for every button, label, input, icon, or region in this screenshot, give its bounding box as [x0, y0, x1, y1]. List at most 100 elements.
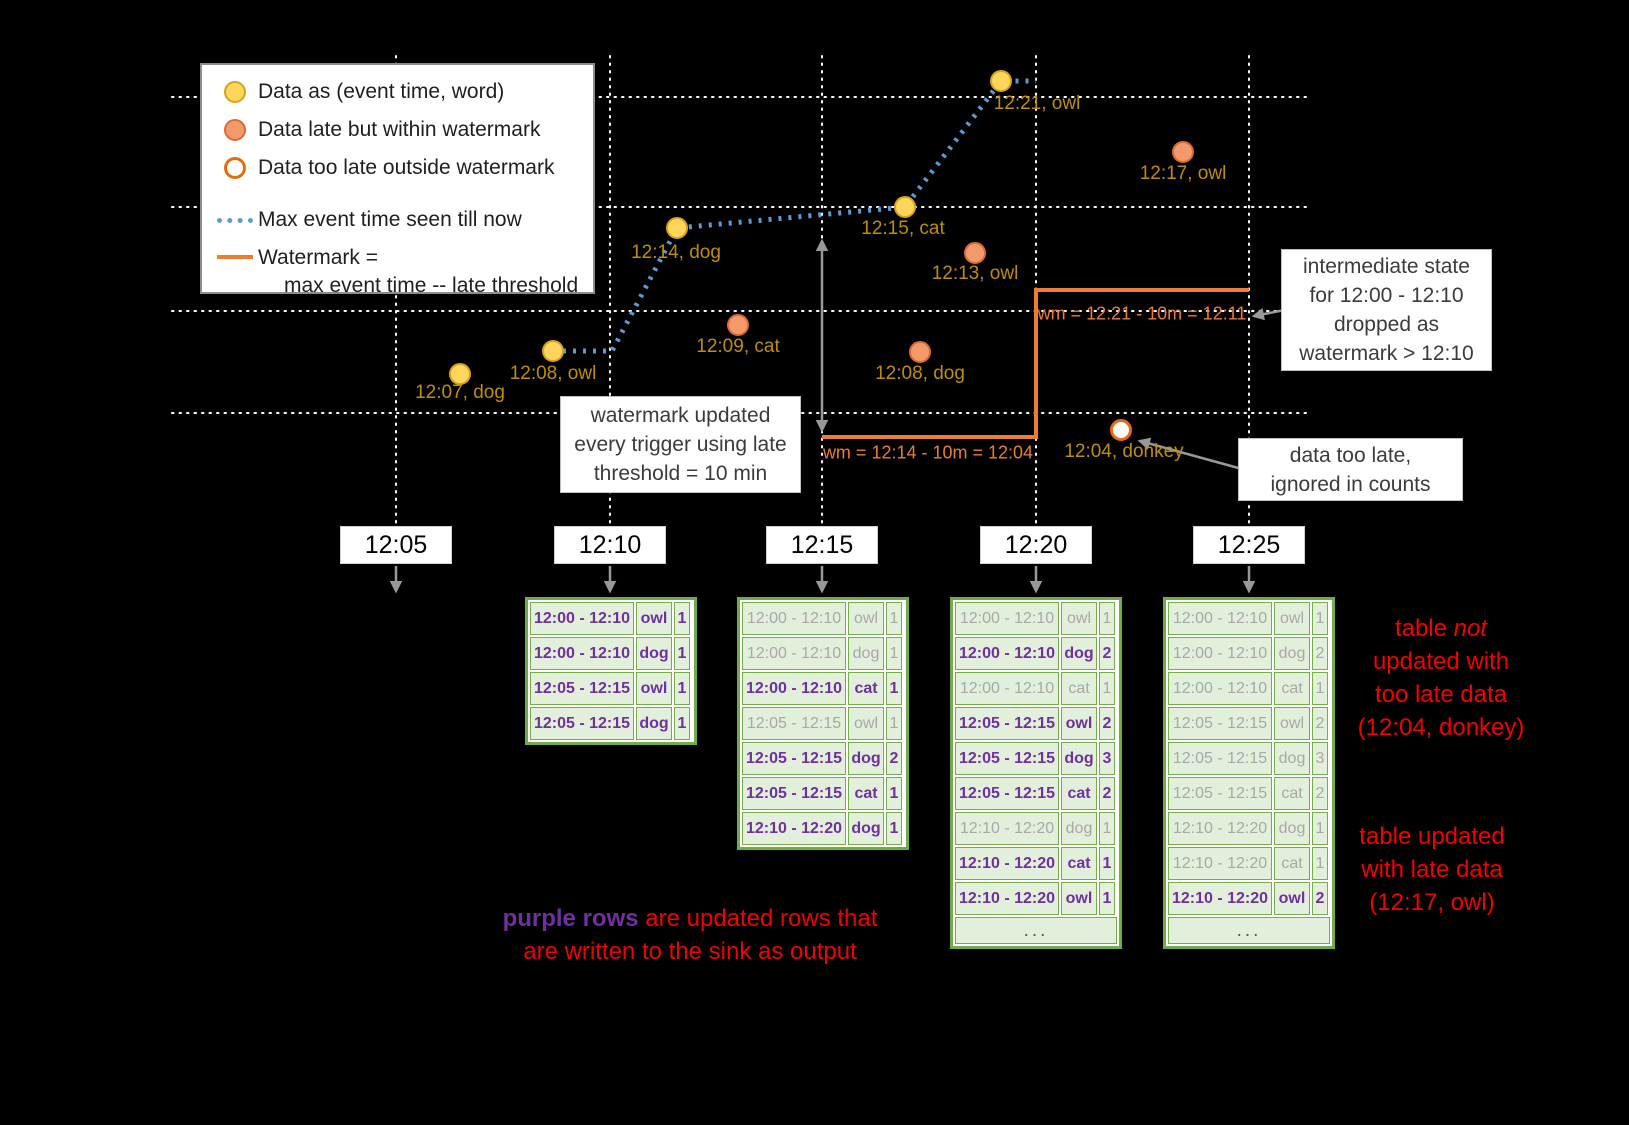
word-cell: owl: [848, 707, 884, 740]
late-data-point: [964, 242, 986, 264]
word-cell: cat: [848, 672, 884, 705]
count-cell: 1: [1099, 882, 1115, 915]
note-purple-rows: purple rows are updated rows that are wr…: [475, 869, 905, 968]
count-cell: 2: [886, 742, 902, 775]
legend-label: Data as (event time, word): [258, 80, 505, 103]
word-cell: dog: [1274, 637, 1310, 670]
ellipsis-row: ...: [955, 917, 1117, 944]
count-cell: 1: [674, 707, 690, 740]
watermark-formula-1: wm = 12:14 - 10m = 12:04: [822, 442, 1034, 463]
count-cell: 1: [674, 637, 690, 670]
legend-item-late: Data late but within watermark: [212, 116, 583, 144]
window-cell: 12:00 - 12:10: [742, 672, 846, 705]
window-cell: 12:05 - 12:15: [1168, 777, 1272, 810]
trigger-note-text: watermark updated every trigger using la…: [574, 404, 787, 485]
window-cell: 12:05 - 12:15: [530, 672, 634, 705]
data-point-label: 12:13, owl: [931, 263, 1019, 284]
window-cell: 12:00 - 12:10: [955, 602, 1059, 635]
time-label-12-15: 12:15: [766, 526, 878, 564]
word-cell: owl: [1061, 707, 1097, 740]
window-cell: 12:00 - 12:10: [1168, 672, 1272, 705]
word-cell: owl: [636, 672, 672, 705]
data-point-label: 12:07, dog: [415, 382, 505, 403]
count-cell: 1: [1312, 812, 1328, 845]
count-cell: 2: [1099, 777, 1115, 810]
late-dot-icon: [224, 119, 246, 141]
max-event-line-icon: [217, 217, 253, 223]
window-cell: 12:05 - 12:15: [955, 777, 1059, 810]
window-cell: 12:05 - 12:15: [742, 707, 846, 740]
count-cell: 1: [1312, 602, 1328, 635]
intermediate-state-note: intermediate state for 12:00 - 12:10 dro…: [1281, 249, 1492, 371]
max-event-time-line: [553, 78, 1036, 354]
data-point-label: 12:14, dog: [631, 242, 721, 263]
count-cell: 3: [1312, 742, 1328, 775]
window-cell: 12:05 - 12:15: [955, 707, 1059, 740]
purple-rows-highlight: purple rows: [502, 905, 639, 932]
window-cell: 12:00 - 12:10: [742, 637, 846, 670]
count-cell: 1: [1312, 672, 1328, 705]
legend-label: Data too late outside watermark: [258, 156, 555, 179]
too-late-note-text: data too late, ignored in counts: [1270, 443, 1431, 496]
too-late-dot-icon: [224, 157, 246, 179]
count-cell: 2: [1312, 637, 1328, 670]
legend: Data as (event time, word) Data late but…: [200, 63, 595, 297]
count-cell: 1: [674, 672, 690, 705]
ontime-data-point: [990, 70, 1012, 92]
watermark-formula-2: wm = 12:21 - 10m = 12:11: [1037, 303, 1247, 324]
word-cell: owl: [1274, 882, 1310, 915]
toolate-data-point: [1110, 419, 1132, 441]
word-cell: owl: [1274, 707, 1310, 740]
window-cell: 12:10 - 12:20: [955, 812, 1059, 845]
count-cell: 2: [1099, 707, 1115, 740]
legend-item-too-late: Data too late outside watermark: [212, 154, 583, 182]
word-cell: cat: [1274, 672, 1310, 705]
count-cell: 1: [1099, 812, 1115, 845]
legend-label: Watermark =max event time -- late thresh…: [258, 246, 579, 297]
time-label-12-20: 12:20: [980, 526, 1092, 564]
late-data-point: [727, 314, 749, 336]
count-cell: 1: [1099, 847, 1115, 880]
word-cell: cat: [848, 777, 884, 810]
word-cell: dog: [636, 637, 672, 670]
count-cell: 2: [1312, 777, 1328, 810]
word-cell: dog: [1061, 637, 1097, 670]
word-cell: cat: [1061, 847, 1097, 880]
legend-item-ontime: Data as (event time, word): [212, 78, 583, 106]
word-cell: dog: [1274, 742, 1310, 775]
word-cell: dog: [1274, 812, 1310, 845]
late-data-point: [1172, 141, 1194, 163]
word-cell: cat: [1274, 847, 1310, 880]
count-cell: 1: [886, 602, 902, 635]
window-cell: 12:05 - 12:15: [742, 742, 846, 775]
word-cell: owl: [848, 602, 884, 635]
count-cell: 2: [1099, 637, 1115, 670]
count-cell: 2: [1312, 882, 1328, 915]
window-cell: 12:00 - 12:10: [1168, 602, 1272, 635]
data-point-label: 12:17, owl: [1139, 163, 1227, 184]
count-cell: 1: [1312, 847, 1328, 880]
window-cell: 12:10 - 12:20: [1168, 847, 1272, 880]
ontime-dot-icon: [224, 81, 246, 103]
data-point-label: 12:04, donkey: [1064, 441, 1184, 462]
window-cell: 12:00 - 12:10: [742, 602, 846, 635]
window-cell: 12:00 - 12:10: [530, 637, 634, 670]
intermediate-state-note-text: intermediate state for 12:00 - 12:10 dro…: [1299, 255, 1474, 365]
